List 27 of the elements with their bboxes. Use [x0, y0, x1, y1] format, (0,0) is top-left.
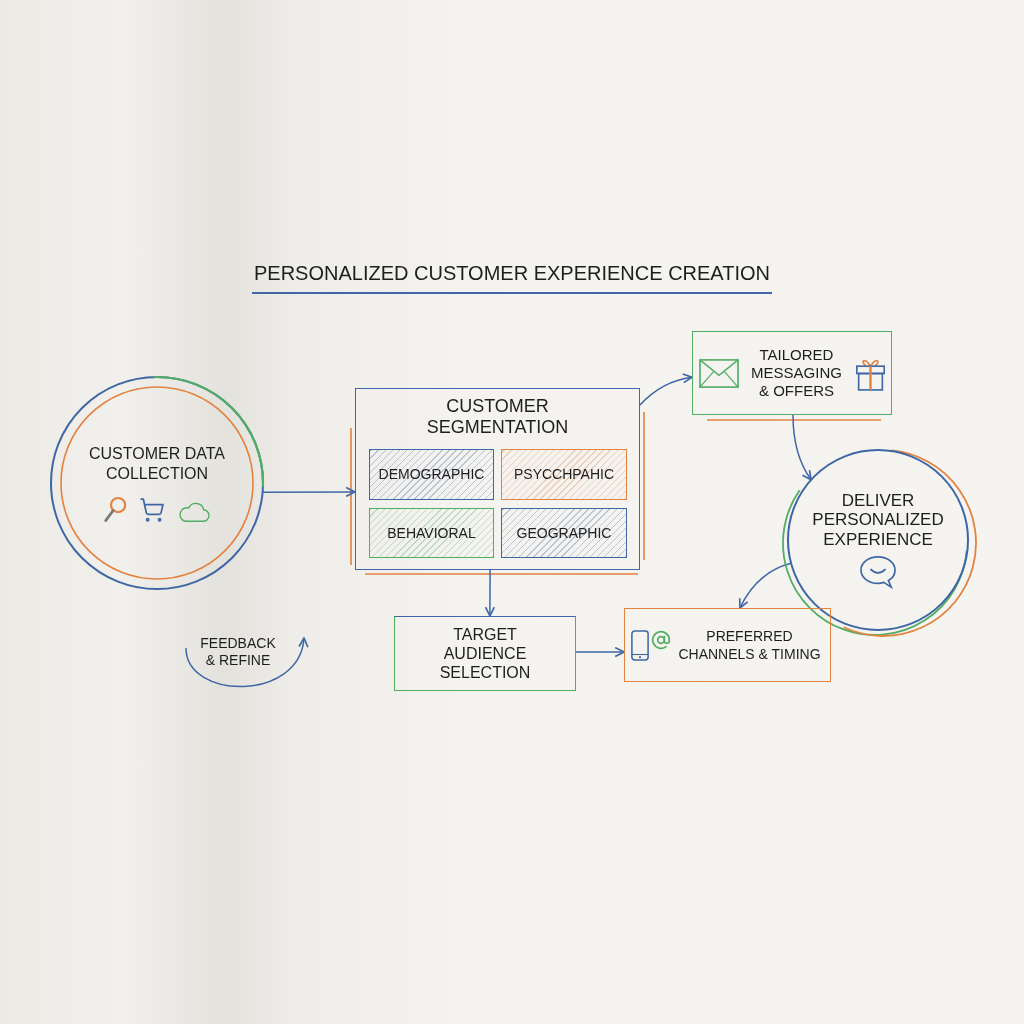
arrow	[739, 562, 792, 609]
hatched-box	[369, 449, 494, 500]
process-box	[624, 608, 831, 682]
node-label: PSYCCHPAHIC	[512, 466, 616, 483]
group-box	[355, 388, 640, 570]
arrow	[792, 414, 812, 481]
arrow	[484, 569, 496, 617]
node-label: PREFERRED CHANNELS & TIMING	[677, 626, 822, 664]
process-circle	[49, 375, 265, 591]
hatched-box	[501, 508, 627, 558]
arrow	[575, 646, 625, 658]
hatched-box	[369, 508, 494, 558]
node-label: GEOGRAPHIC	[515, 524, 613, 542]
group-heading: CUSTOMER SEGMENTATION	[425, 396, 570, 438]
diagram-title: PERSONALIZED CUSTOMER EXPERIENCE CREATION	[252, 262, 772, 294]
node-label: CUSTOMER DATA COLLECTION	[88, 443, 226, 484]
node-label: TARGET AUDIENCE SELECTION	[438, 624, 532, 683]
node-label: BEHAVIORAL	[386, 524, 477, 542]
node-label: DEMOGRAPHIC	[377, 466, 486, 483]
note-label: FEEDBACK & REFINE	[199, 635, 277, 669]
process-box	[692, 331, 892, 415]
process-box	[394, 616, 576, 691]
arrow	[639, 373, 693, 406]
hatched-box	[501, 449, 627, 500]
node-label: DELIVER PERSONALIZED EXPERIENCE	[811, 490, 945, 550]
node-label: TAILORED MESSAGING & OFFERS	[750, 346, 843, 400]
arrow	[261, 486, 356, 498]
